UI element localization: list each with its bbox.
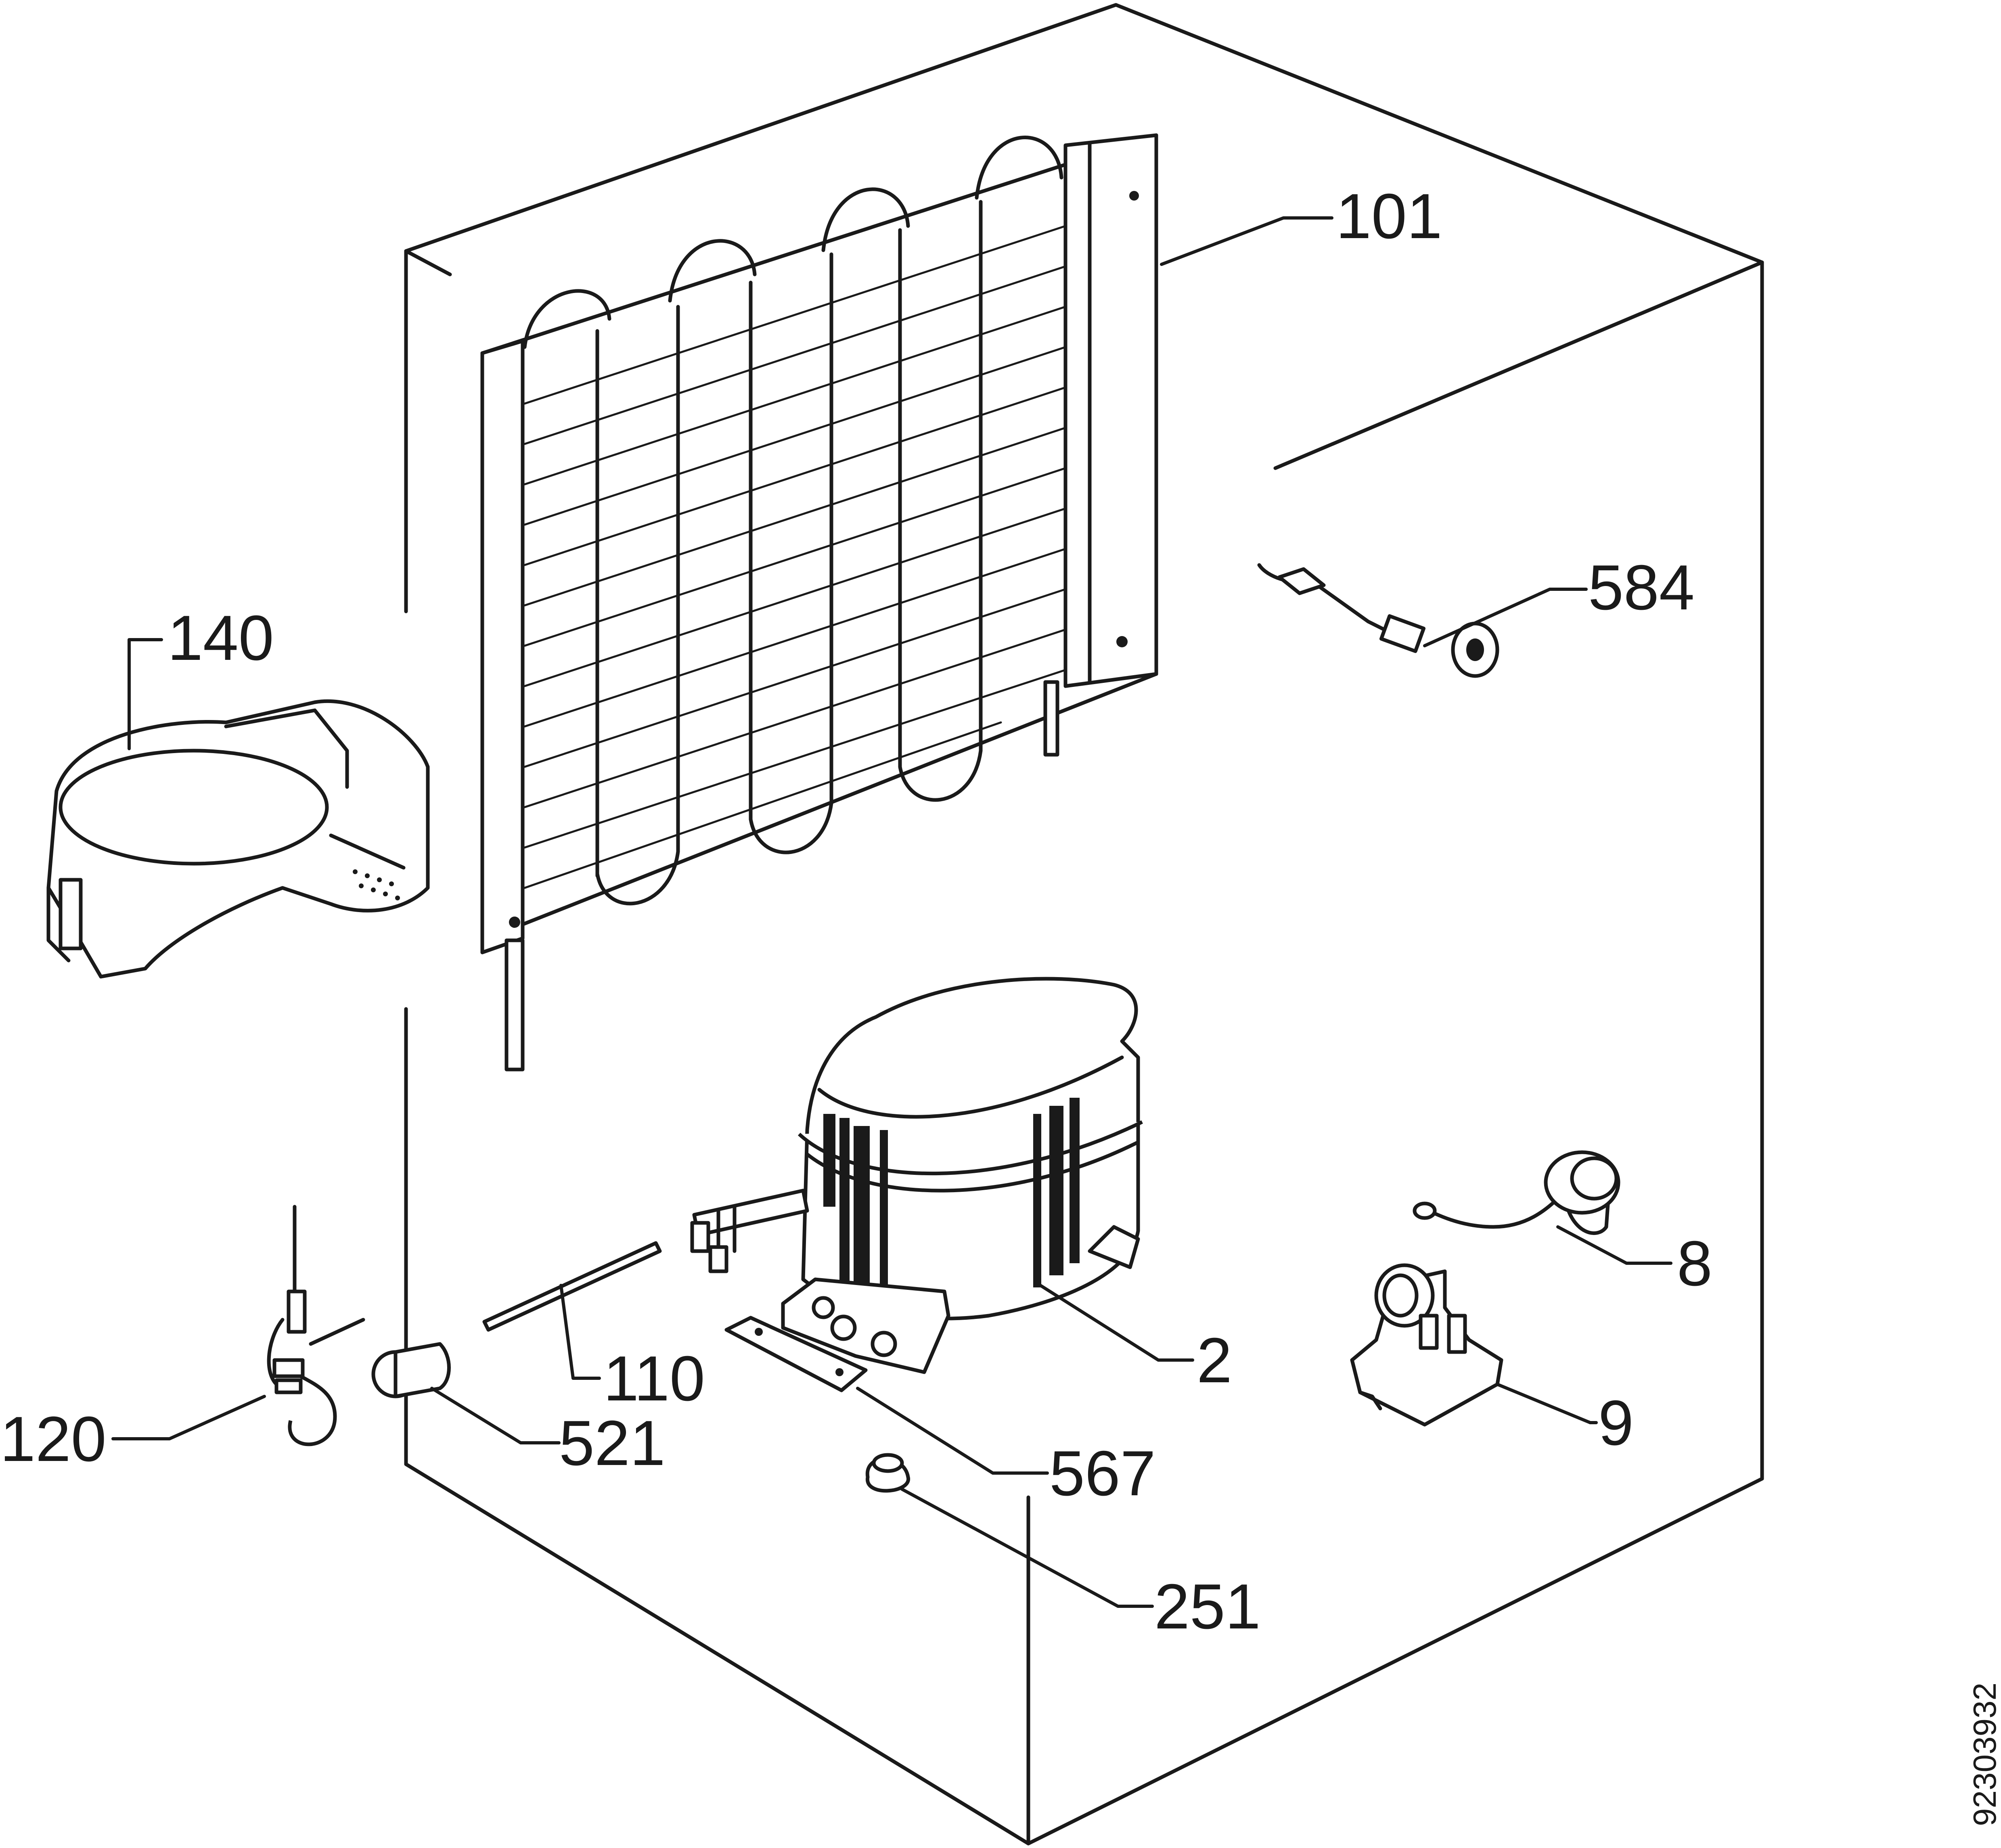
callout-101: 101 — [1336, 181, 1442, 252]
condenser — [480, 133, 1158, 1072]
callout-251: 251 — [1154, 1571, 1261, 1642]
cabinet-outline — [404, 3, 1764, 1846]
starter-relay — [1413, 1150, 1620, 1235]
callout-labels: 101 584 140 8 2 110 9 120 521 567 251 — [0, 181, 1712, 1642]
callout-110: 110 — [603, 1343, 705, 1414]
document-number: 92303932 — [1967, 1683, 2001, 1826]
callout-140: 140 — [167, 603, 274, 674]
cap — [371, 1342, 451, 1398]
callout-8: 8 — [1677, 1228, 1712, 1299]
callout-521: 521 — [559, 1408, 666, 1479]
compressor — [690, 977, 1143, 1374]
mount-plate — [724, 1316, 868, 1392]
drip-tray-dotted-zone — [353, 869, 400, 900]
service-valve — [267, 1205, 365, 1446]
capillary-tube — [482, 1241, 662, 1332]
callout-567: 567 — [1049, 1438, 1156, 1509]
condenser-fins — [523, 225, 1067, 889]
callout-584: 584 — [1588, 552, 1695, 623]
relay-holder — [1350, 1263, 1503, 1427]
grommet — [865, 1453, 910, 1493]
drip-tray — [46, 699, 430, 979]
leader-lines — [111, 216, 1672, 1608]
thermal-wire — [1257, 563, 1499, 678]
callout-9: 9 — [1598, 1388, 1634, 1459]
callout-2: 2 — [1197, 1325, 1232, 1396]
callout-120: 120 — [0, 1404, 107, 1475]
